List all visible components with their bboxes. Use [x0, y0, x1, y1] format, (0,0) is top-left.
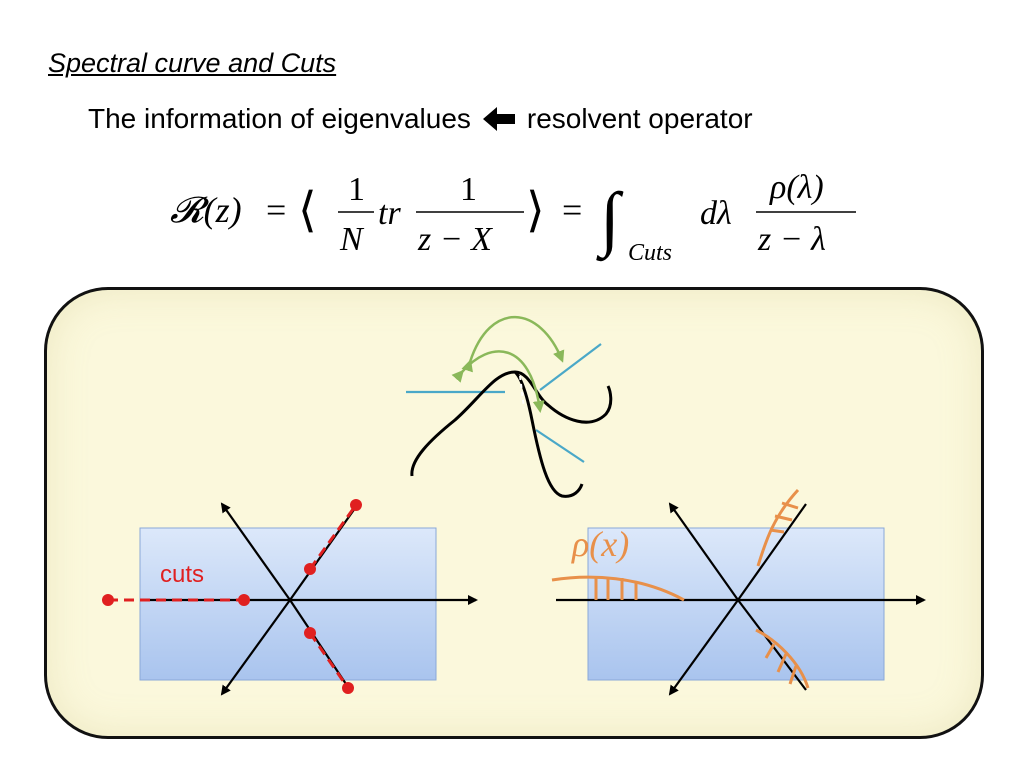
cut-endpoint: [238, 594, 250, 606]
formula-integral-sub: Cuts: [628, 240, 672, 266]
cut-line-lower-right: [535, 429, 585, 463]
density-curve-left: [551, 575, 685, 602]
density-curve-upper: [756, 488, 800, 567]
formula-frac1-num: 1: [348, 171, 365, 208]
subtitle-left: The information of eigenvalues: [88, 103, 471, 134]
formula-dlambda: dλ: [700, 195, 732, 232]
axis-diag-up-right-right: [737, 503, 807, 601]
cut-endpoint: [342, 682, 354, 694]
axis-diag-down-left-right: [668, 599, 739, 696]
formula-eq-2: =: [562, 190, 582, 230]
cut-lower: [308, 632, 350, 689]
spectral-curve-figure: [406, 315, 613, 498]
formula-eq-1: =: [266, 190, 286, 230]
cut-endpoint: [350, 499, 362, 511]
density-hatch-upper: [769, 501, 799, 534]
cut-endpoint: [102, 594, 114, 606]
formula-lhs: 𝓡(z): [170, 190, 242, 230]
density-hatch-left: [594, 577, 638, 600]
axis-diag-down-left-left: [220, 599, 291, 696]
cuts-label: cuts: [160, 561, 204, 588]
cut-upper: [308, 504, 358, 570]
formula-frac3-num: ρ(λ): [769, 169, 824, 206]
cuts-figure: cuts: [102, 499, 478, 696]
formula-frac2-den: z − X: [417, 221, 493, 258]
formula-frac1-den: N: [339, 221, 365, 258]
formula-integral: ∫: [596, 178, 624, 262]
cut-line-upper-right: [539, 343, 602, 391]
green-arrow-top: [461, 315, 565, 373]
formula-angle-left: ⟨: [298, 184, 317, 237]
cut-endpoint: [304, 563, 316, 575]
axis-diag-up-left-right: [668, 502, 739, 601]
formula-frac3-den: z − λ: [757, 221, 826, 258]
green-arrow-middle: [451, 350, 545, 413]
formula-tr: tr: [378, 195, 401, 232]
subtitle: The information of eigenvalues resolvent…: [88, 103, 753, 135]
axis-diag-up-left-left: [220, 502, 291, 601]
arrow-left-icon: [482, 107, 515, 131]
slide-title: Spectral curve and Cuts: [48, 48, 337, 78]
rho-label: ρ(x): [571, 524, 629, 564]
density-figure: ρ(x): [551, 488, 926, 696]
formula-angle-right: ⟩: [526, 184, 545, 237]
density-hatch-lower: [764, 643, 798, 685]
formula-frac2-num: 1: [460, 171, 477, 208]
curve-lower: [513, 370, 584, 498]
subtitle-right: resolvent operator: [526, 103, 753, 134]
resolvent-formula: 𝓡(z) = ⟨ 1 N tr 1 z − X ⟩ = ∫ Cuts dλ ρ(…: [170, 169, 856, 266]
cut-endpoint: [304, 627, 316, 639]
density-curve-lower: [755, 628, 810, 689]
